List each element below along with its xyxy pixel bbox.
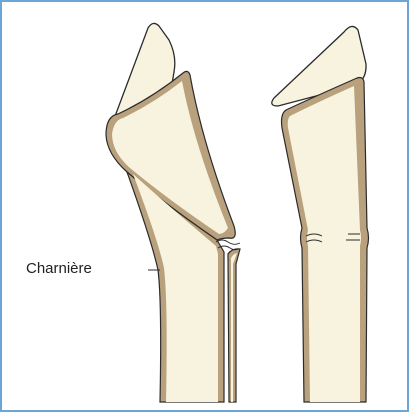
hinge-label: Charnière	[26, 260, 92, 278]
left-bone-lower-right-cortex	[228, 249, 240, 402]
right-bone-medulla	[288, 86, 361, 402]
right-bone-diagram	[272, 26, 369, 402]
left-bone-diagram	[106, 23, 240, 402]
